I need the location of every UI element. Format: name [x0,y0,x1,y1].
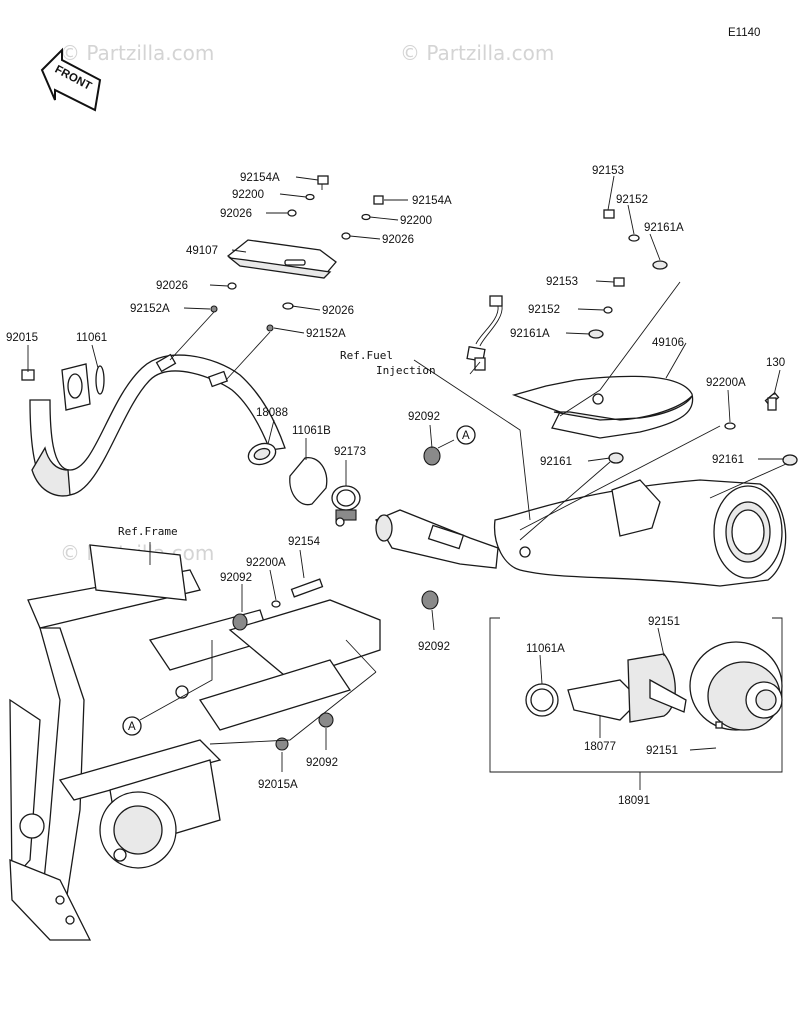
part-label[interactable]: 92154A [412,195,452,207]
callout-a-upper: A [456,425,476,445]
silencer-front-pipe [375,509,499,569]
part-label[interactable]: 92161A [644,222,684,234]
part-label[interactable]: 11061A [526,643,565,655]
part-label[interactable]: 92152A [130,303,170,315]
watermark: © Partzilla.com [400,41,554,65]
part-label[interactable]: 18091 [618,795,650,807]
gasket-11061B[interactable] [289,457,328,506]
clamp-92173[interactable] [331,485,361,527]
silencer-body[interactable] [493,479,787,587]
part-label[interactable]: 92026 [322,305,354,317]
watermark: © Partzilla.com [60,41,214,65]
exhaust-flange [21,363,105,411]
spark-arrester-18077[interactable] [525,653,687,723]
part-label[interactable]: 49106 [652,337,684,349]
part-label[interactable]: 92200 [232,189,264,201]
ref-fuel-injection-line2: Injection [376,364,436,377]
part-label[interactable]: 92153 [592,165,624,177]
frame [9,397,777,941]
ref-frame: Ref.Frame [118,525,178,538]
end-cap [689,641,783,731]
part-label[interactable]: 92200A [706,377,746,389]
part-label[interactable]: 11061B [292,425,331,437]
part-label[interactable]: 92161A [510,328,550,340]
part-label[interactable]: 92152 [528,304,560,316]
leader-lines [27,175,787,772]
part-label[interactable]: 92026 [382,234,414,246]
callout-letter: A [462,430,470,442]
part-label[interactable]: 92200 [400,215,432,227]
part-label[interactable]: 92015A [258,779,298,791]
part-label[interactable]: 92151 [648,616,680,628]
part-number-labels: 92154A 92200 92026 92154A 92200 92026 49… [6,165,785,807]
part-label[interactable]: 92161 [540,456,572,468]
part-label[interactable]: 92026 [156,280,188,292]
spark-arrester-18091-box [489,617,783,790]
part-label[interactable]: 11061 [76,332,107,344]
part-label[interactable]: 92154 [288,536,321,548]
part-label[interactable]: 92092 [220,572,252,584]
diagram-id: E1140 [728,27,760,39]
part-label[interactable]: 92152A [306,328,346,340]
callout-a-lower: A [122,716,142,736]
part-label[interactable]: 18077 [584,741,616,753]
callout-letter: A [128,721,136,733]
part-label[interactable]: 92092 [408,411,440,423]
heat-guard-49107[interactable] [226,239,337,279]
silencer-cover-49106[interactable] [511,375,694,439]
part-label[interactable]: 18088 [256,407,288,419]
o2-sensor [466,295,503,371]
part-label[interactable]: 92153 [546,276,578,288]
part-label[interactable]: 92173 [334,446,366,458]
part-label[interactable]: 92092 [418,641,450,653]
part-label[interactable]: 92026 [220,208,252,220]
part-label[interactable]: 92151 [646,745,678,757]
part-label[interactable]: 92200A [246,557,286,569]
part-label[interactable]: 92015 [6,332,38,344]
part-label[interactable]: 92154A [240,172,280,184]
part-label[interactable]: 49107 [186,245,218,257]
part-label[interactable]: 92152 [616,194,648,206]
part-label[interactable]: 130 [766,357,785,369]
ref-fuel-injection-line1: Ref.Fuel [340,349,393,362]
part-label[interactable]: 92092 [306,757,338,769]
part-label[interactable]: 92161 [712,454,744,466]
